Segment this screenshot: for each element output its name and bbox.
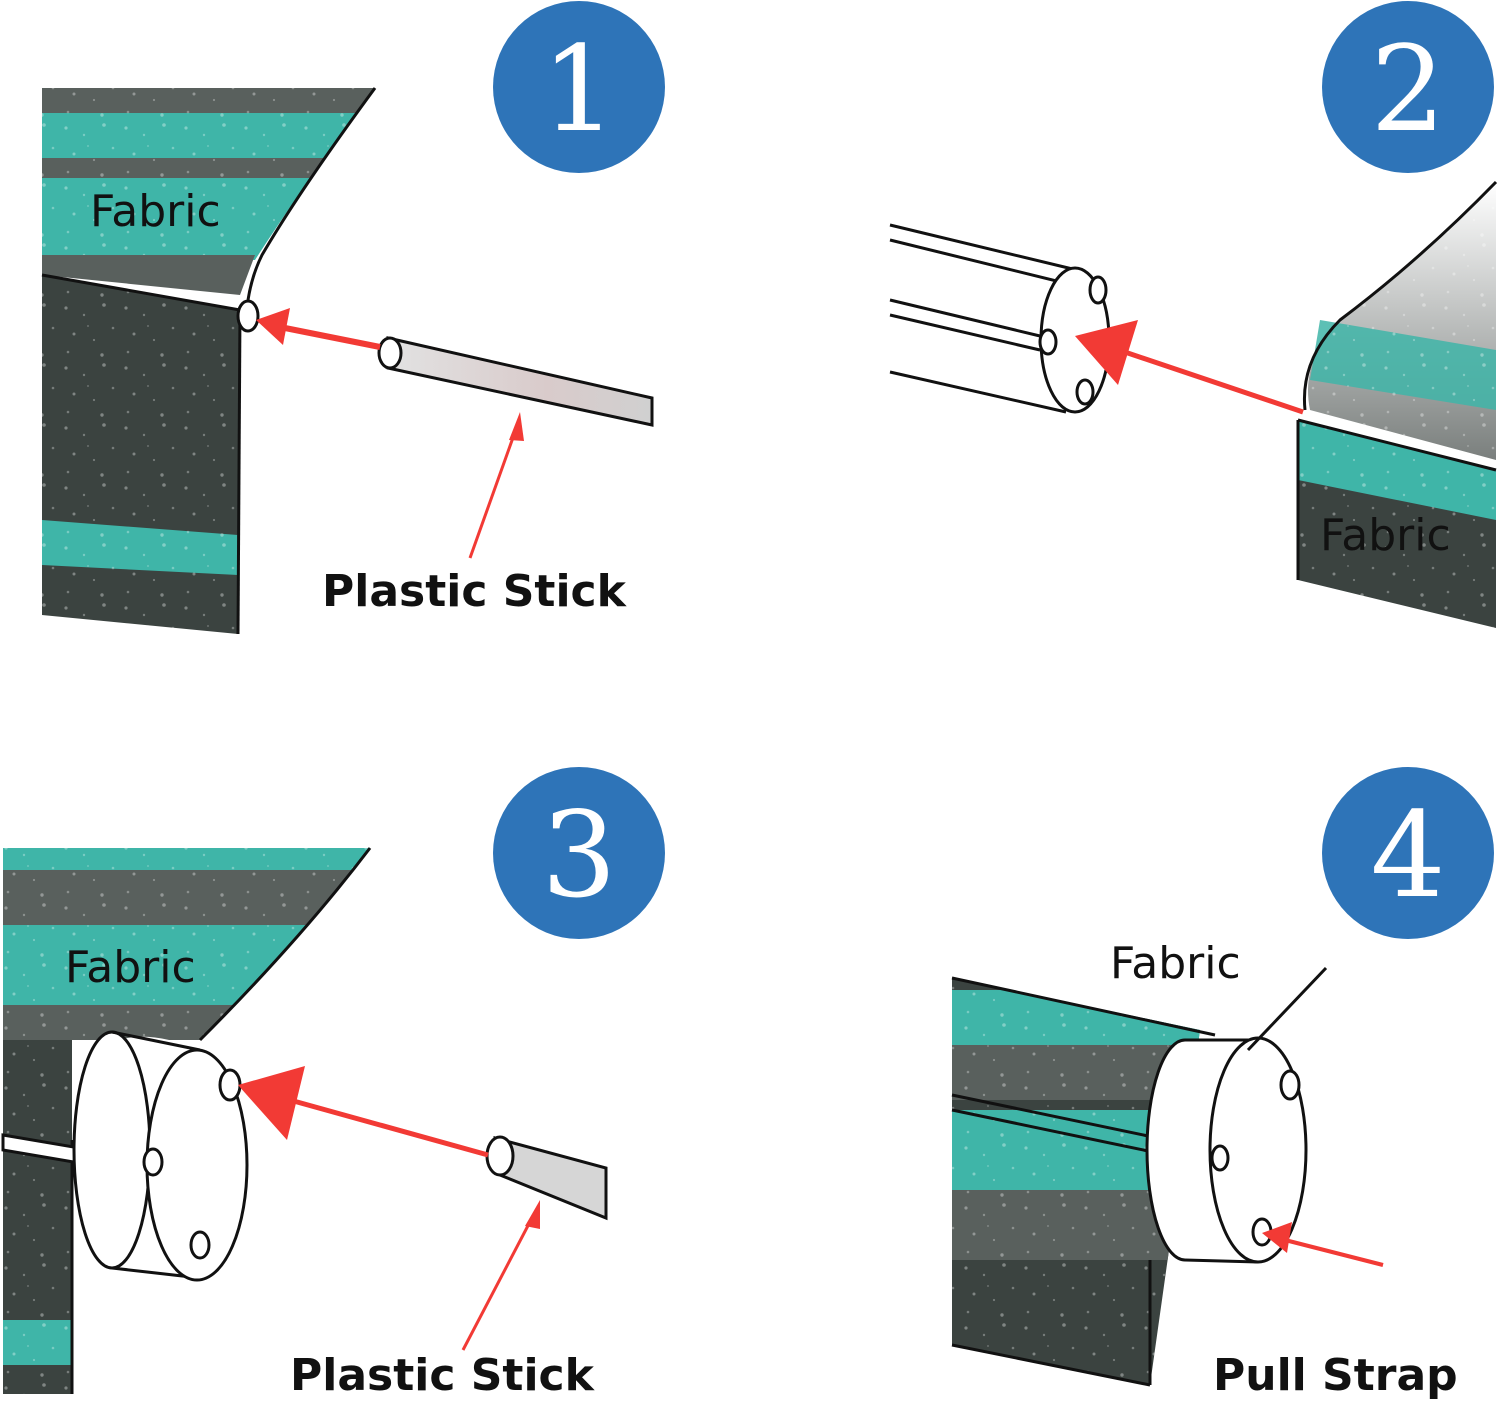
- fabric-label: Fabric: [65, 942, 196, 993]
- svg-text:1: 1: [541, 20, 616, 158]
- plastic-stick: [485, 1135, 608, 1221]
- plastic-stick: [377, 336, 654, 427]
- fabric-label: Fabric: [1320, 510, 1451, 561]
- pointer-arrow: [461, 1200, 540, 1351]
- step-badge-4: 4: [1322, 767, 1494, 939]
- step-2-panel: Fabric 2: [889, 1, 1498, 628]
- fabric-illustration: [3, 847, 372, 1394]
- roller-tube: [1, 1030, 249, 1282]
- pointer-arrow: [468, 412, 524, 559]
- pull-strap-arrow: [1262, 1222, 1384, 1267]
- plastic-stick-label: Plastic Stick: [290, 1350, 596, 1401]
- insert-arrow: [256, 308, 381, 350]
- insert-arrow: [238, 1066, 489, 1158]
- svg-text:4: 4: [1370, 786, 1445, 924]
- pull-strap-label: Pull Strap: [1213, 1350, 1458, 1401]
- fabric-illustration: [1296, 180, 1498, 628]
- step-3-panel: Plastic Stick Fabric 3: [1, 767, 665, 1401]
- insert-arrow: [1075, 320, 1304, 415]
- fabric-illustration: [41, 87, 377, 635]
- step-4-panel: Fabric Pull Strap 4: [951, 767, 1494, 1401]
- svg-text:3: 3: [541, 786, 616, 924]
- roller-tube: [1145, 1036, 1308, 1264]
- fabric-label: Fabric: [90, 186, 221, 237]
- svg-text:2: 2: [1370, 20, 1445, 158]
- step-badge-1: 1: [493, 1, 665, 173]
- fabric-leader-line: [1246, 966, 1328, 1052]
- step-1-panel: Fabric Plastic Stick 1: [41, 1, 665, 635]
- step-badge-2: 2: [1322, 1, 1494, 173]
- plastic-stick-label: Plastic Stick: [322, 566, 628, 617]
- roller-tube: [889, 223, 1111, 414]
- step-badge-3: 3: [493, 767, 665, 939]
- fabric-label: Fabric: [1110, 938, 1241, 989]
